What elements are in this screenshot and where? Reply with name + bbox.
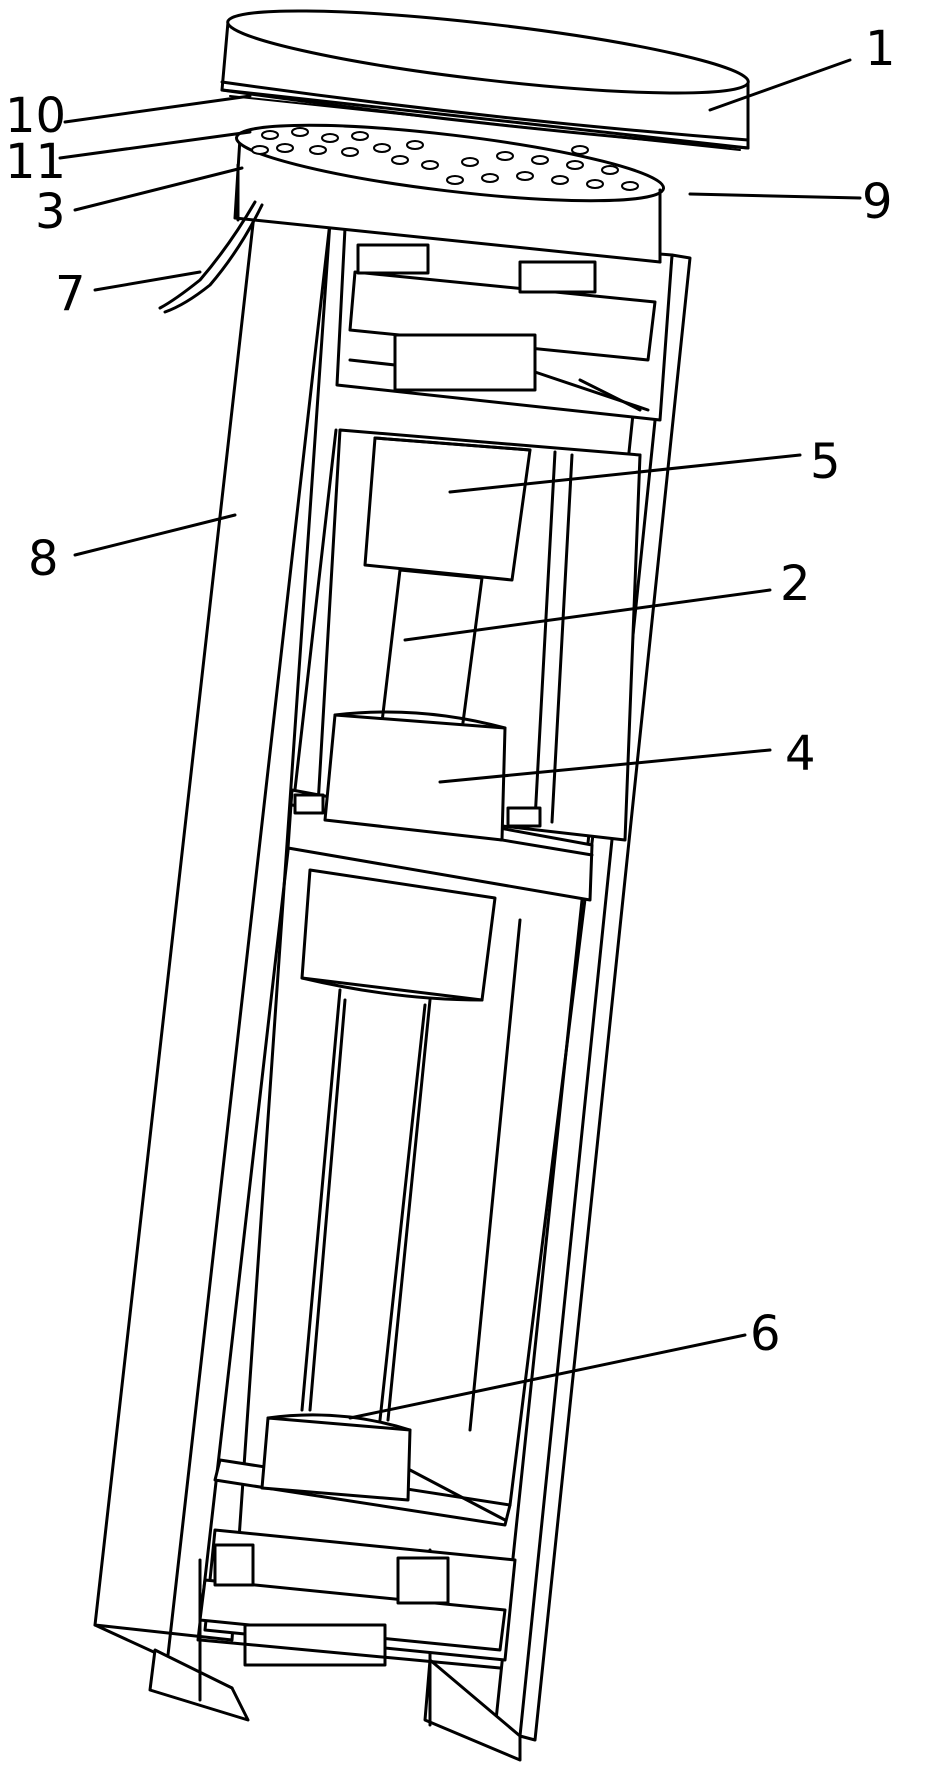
lower-cylinder [300,868,497,1002]
leader-9 [688,192,862,200]
callout-labels: 1 10 11 3 9 7 5 8 2 4 6 [5,21,896,1362]
top-disc-1 [220,9,750,151]
cylinder-5 [363,436,532,582]
callout-11: 11 [5,134,66,190]
leader-8 [73,513,237,557]
callout-6: 6 [750,1306,781,1362]
callout-9: 9 [862,174,893,230]
callout-7: 7 [55,266,86,322]
leader-10 [63,94,252,124]
lower-rods [300,918,522,1432]
leader-lines [58,58,862,1420]
leader-1 [708,58,852,112]
leader-7 [93,270,202,292]
top-housing [335,226,674,422]
leader-5 [448,453,802,494]
leader-3 [73,166,244,212]
callout-5: 5 [810,434,841,490]
perforated-plate-3 [233,123,666,264]
callout-3: 3 [35,184,66,240]
cable-7 [158,200,264,314]
leader-6 [348,1333,747,1420]
callout-10: 10 [5,88,66,144]
leader-4 [438,748,772,784]
leader-2 [403,588,772,642]
bottom-housing [198,1528,517,1670]
callout-2: 2 [780,556,811,612]
plate-holes [251,127,639,191]
block-6 [213,1413,512,1527]
frame-8 [93,213,692,1762]
cylinder-4 [323,710,507,842]
callout-4: 4 [785,726,816,782]
callout-8: 8 [28,531,59,587]
leader-11 [58,130,252,160]
callout-1: 1 [865,21,896,77]
